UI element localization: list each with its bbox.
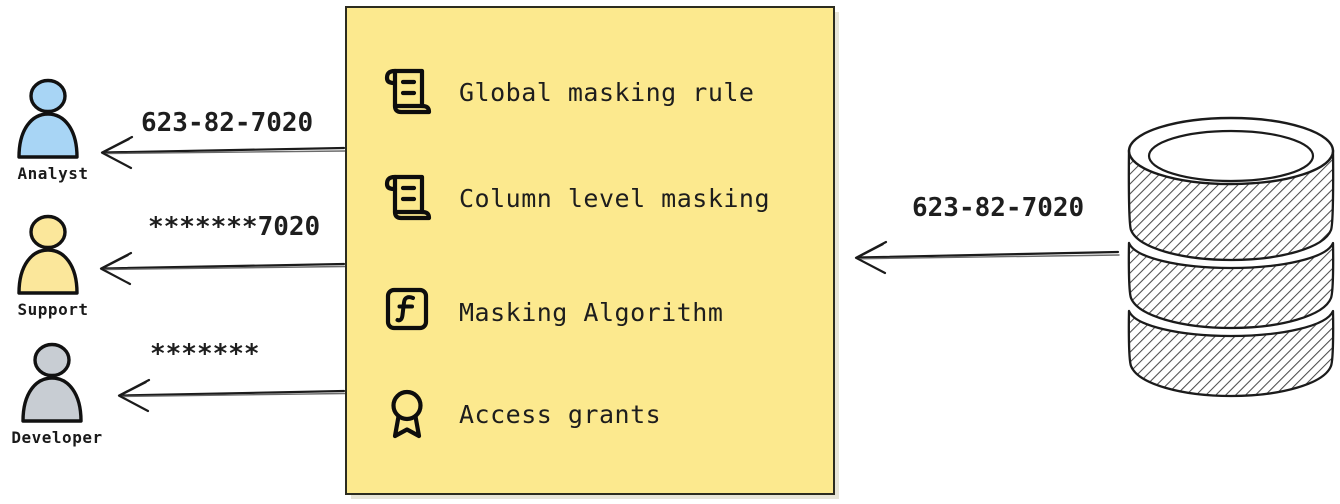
policy-label: Column level masking [459,183,771,213]
policy-label: Global masking rule [459,77,755,107]
award-ribbon-icon [391,389,423,439]
person-icon [17,78,79,159]
masking-policy-panel: Global masking rule Column level masking [345,6,835,495]
function-box-icon [385,287,429,331]
arrow-label-analyst: 623-82-7020 [141,108,314,138]
arrow-to-developer [117,378,346,413]
actor-analyst[interactable]: Analyst [0,76,108,182]
arrow-label-support: *******7020 [148,212,321,242]
actor-label: Analyst [17,164,89,183]
arrow-label-database: 623-82-7020 [912,193,1085,223]
actor-developer[interactable]: Developer [2,340,112,446]
scroll-icon [384,68,432,115]
arrow-db-to-panel [854,240,1120,275]
person-icon [17,214,79,295]
policy-item-access-grants[interactable]: Access grants [381,384,661,444]
actor-label: Support [17,300,89,319]
policy-label: Access grants [459,399,662,429]
scroll-icon [384,174,432,221]
policy-item-global-masking-rule[interactable]: Global masking rule [381,62,754,122]
person-icon [21,342,83,423]
policy-item-masking-algorithm[interactable]: Masking Algorithm [381,282,723,342]
actor-support[interactable]: Support [0,212,108,318]
actor-label: Developer [11,428,103,447]
arrow-to-analyst [100,135,346,170]
policy-label: Masking Algorithm [459,297,724,327]
arrow-to-support [99,251,346,286]
arrow-label-developer: ******* [150,339,260,369]
policy-item-column-level-masking[interactable]: Column level masking [381,168,770,228]
database-cylinder-icon[interactable] [1122,112,1340,402]
